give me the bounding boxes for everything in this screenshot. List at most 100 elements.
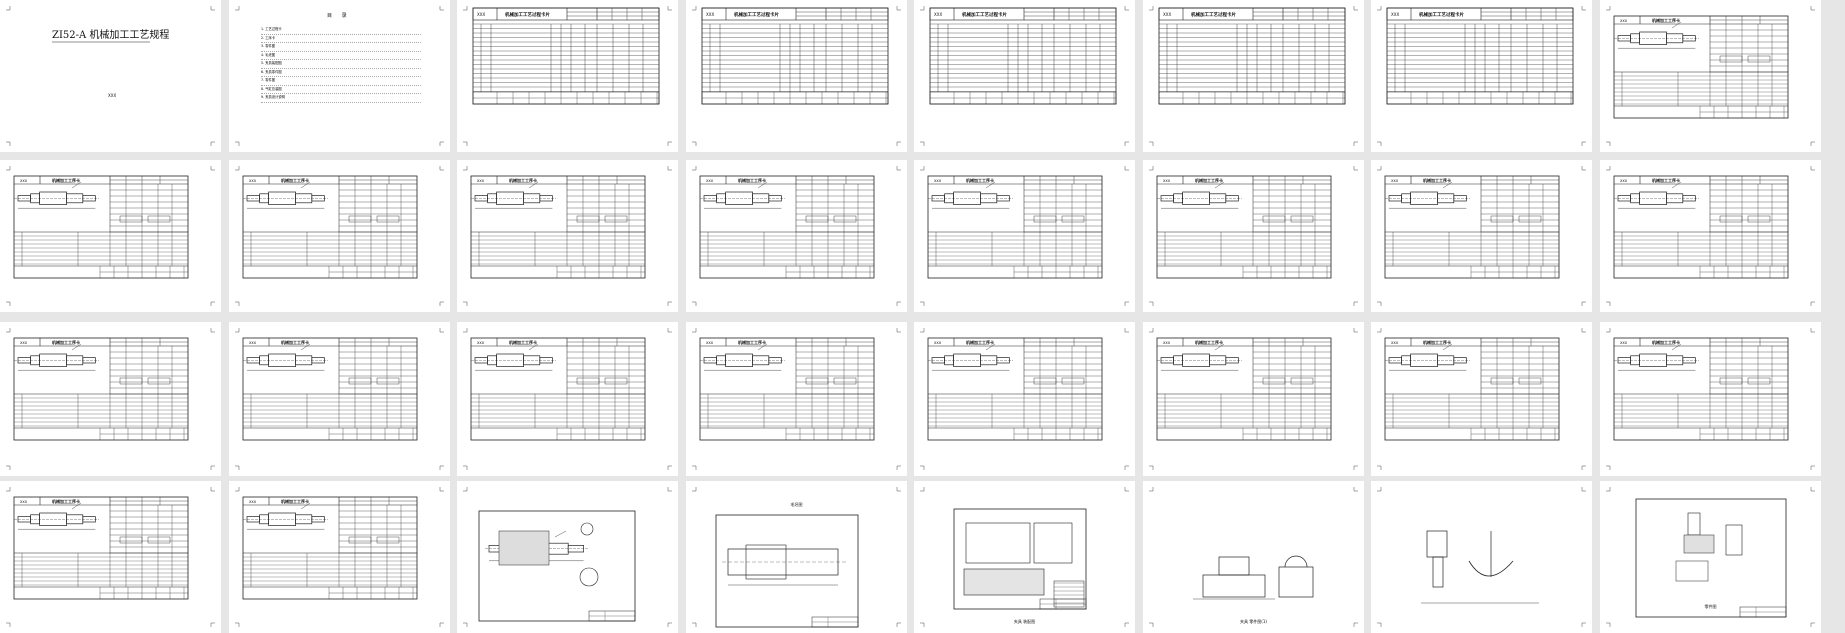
page-thumbnail[interactable]: XXX 机械加工工艺过程卡片 (1371, 0, 1592, 152)
card-company: XXX (20, 500, 28, 504)
card-company: XXX (1391, 12, 1399, 17)
page-thumbnail[interactable]: 夹具 零件图(1) (1143, 481, 1364, 633)
card-company: XXX (706, 12, 714, 17)
page-content: XXX 机械加工工序卡 (6, 166, 215, 306)
page-content (6, 6, 215, 146)
page-content (1606, 487, 1815, 627)
card-company: XXX (477, 341, 485, 345)
toc-item[interactable]: 8. 气缸总装图 (261, 86, 421, 94)
card-title: 机械加工工序卡 (738, 177, 766, 183)
card-title: 机械加工工艺过程卡片 (505, 11, 550, 18)
toc-item[interactable]: 5. 夹具装配图 (261, 60, 421, 69)
cover-footer: XXX (108, 93, 117, 98)
card-company: XXX (1620, 341, 1628, 345)
card-title: 机械加工工序卡 (1652, 339, 1680, 345)
card-company: XXX (249, 341, 257, 345)
toc-item[interactable]: 1. 工艺过程卡 (261, 26, 421, 35)
page-thumbnail[interactable]: 夹具 装配图 (914, 481, 1135, 633)
card-title: 机械加工工序卡 (966, 339, 994, 345)
page-content: XXX 机械加工工序卡 (463, 328, 672, 470)
page-thumbnail[interactable]: 毛坯图 (686, 481, 907, 633)
card-title: 机械加工工序卡 (1652, 177, 1680, 183)
page-thumbnail[interactable]: XXX 机械加工工序卡 (457, 160, 678, 312)
card-company: XXX (1163, 341, 1171, 345)
card-company: XXX (1163, 12, 1171, 17)
page-content (1377, 487, 1586, 627)
card-company: XXX (249, 179, 257, 183)
card-title: 机械加工工艺过程卡片 (962, 11, 1007, 18)
toc-item[interactable]: 7. 零件图 (261, 77, 421, 86)
card-title: 机械加工工序卡 (738, 339, 766, 345)
toc-item[interactable]: 2. 工序卡 (261, 35, 421, 43)
card-company: XXX (20, 179, 28, 183)
card-title: 机械加工工序卡 (1652, 17, 1680, 23)
card-title: 机械加工工序卡 (281, 177, 309, 183)
drawing-caption: 夹具 装配图 (1013, 619, 1036, 624)
page-thumbnail[interactable]: XXX 机械加工工序卡 (1371, 322, 1592, 476)
page-thumbnail[interactable]: XXX 机械加工工艺过程卡片 (457, 0, 678, 152)
card-company: XXX (1620, 19, 1628, 23)
card-company: XXX (1391, 341, 1399, 345)
page-content (235, 6, 444, 146)
page-thumbnail[interactable] (457, 481, 678, 633)
drawing-caption: 夹具 零件图(1) (1240, 619, 1267, 624)
toc-item[interactable]: 6. 夹具零件图 (261, 69, 421, 77)
card-company: XXX (934, 179, 942, 183)
card-company: XXX (1391, 179, 1399, 183)
card-title: 机械加工工艺过程卡片 (734, 11, 779, 18)
page-thumbnail[interactable]: XXX 机械加工工序卡 (457, 322, 678, 476)
toc-title: 目 录 (327, 13, 351, 19)
page-thumbnail[interactable]: XXX 机械加工工序卡 (0, 322, 221, 476)
page-content (463, 487, 672, 627)
card-company: XXX (477, 12, 485, 17)
page-thumbnail[interactable]: XXX 机械加工工序卡 (0, 160, 221, 312)
page-thumbnail[interactable]: XXX 机械加工工序卡 (1143, 322, 1364, 476)
card-title: 机械加工工序卡 (1423, 339, 1451, 345)
toc-item[interactable]: 3. 零件图 (261, 43, 421, 52)
page-content: XXX 机械加工工序卡 (235, 166, 444, 306)
card-title: 机械加工工序卡 (1195, 177, 1223, 183)
card-title: 机械加工工序卡 (52, 177, 80, 183)
toc-item[interactable]: 9. 夹具设计说明 (261, 94, 421, 103)
card-company: XXX (20, 341, 28, 345)
page-thumbnail[interactable]: XXX 机械加工工序卡 (1600, 322, 1821, 476)
card-company: XXX (477, 179, 485, 183)
card-title: 机械加工工序卡 (52, 339, 80, 345)
page-thumbnail[interactable]: 零件图 (1600, 481, 1821, 633)
page-content (920, 487, 1129, 627)
card-title: 机械加工工序卡 (509, 339, 537, 345)
card-title: 机械加工工序卡 (1195, 339, 1223, 345)
page-thumbnail[interactable]: XXX 机械加工工序卡 (229, 160, 450, 312)
page-thumbnail[interactable]: XXX 机械加工工序卡 (1600, 0, 1821, 152)
card-title: 机械加工工序卡 (966, 177, 994, 183)
card-title: 机械加工工序卡 (509, 177, 537, 183)
page-thumbnail[interactable] (1371, 481, 1592, 633)
card-title: 机械加工工艺过程卡片 (1419, 11, 1464, 18)
page-content: XXX 机械加工工序卡 (1606, 6, 1815, 146)
page-thumbnail[interactable]: XXX 机械加工工序卡 (914, 160, 1135, 312)
page-content: XXX 机械加工工序卡 (463, 166, 672, 306)
toc-item[interactable]: 4. 毛坯图 (261, 52, 421, 60)
card-title: 机械加工工序卡 (281, 498, 309, 504)
page-content: XXX 机械加工工序卡 (1606, 328, 1815, 470)
page-thumbnail[interactable]: XXX 机械加工工艺过程卡片 (686, 0, 907, 152)
